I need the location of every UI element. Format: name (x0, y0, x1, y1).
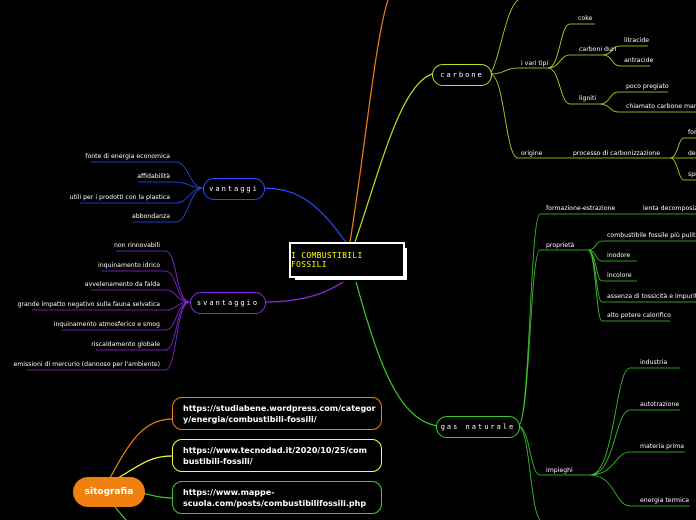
svantaggio-item[interactable]: emissioni di mercurio (dannoso per l'amb… (13, 361, 160, 368)
carbone-antracide[interactable]: antracide (624, 57, 654, 64)
central-title: I COMBUSTIBILI FOSSILI (291, 251, 363, 269)
carbone-tipi[interactable]: i vari tipi (521, 60, 549, 67)
svantaggio-item[interactable]: grande impatto negativo sulla fauna selv… (17, 301, 160, 308)
sitografia-link-line: scuola.com/posts/combustibilifossili.php (183, 499, 367, 508)
carbone-duri[interactable]: carboni duri (579, 46, 617, 53)
gas-impieghi-item[interactable]: autotrazione (640, 401, 680, 408)
carbone-processo[interactable]: processo di carbonizzazione (573, 150, 661, 157)
vantaggi-item[interactable]: abbondanza (131, 213, 170, 220)
gas-impieghi-item[interactable]: materia prima (640, 443, 685, 450)
gas-proprieta-item[interactable]: incolore (607, 272, 632, 279)
svantaggio-item[interactable]: riscaldamento globale (91, 341, 160, 348)
svantaggio-item[interactable]: avvelenamento da falda (84, 281, 160, 288)
sitografia-link[interactable]: https://www.tecnodad.it/2020/10/25/com b… (172, 439, 382, 472)
carbone-label: carbone (440, 71, 484, 79)
sitografia-link-line: y/energia/combustibili-fossili/ (183, 415, 317, 424)
carbone-origine[interactable]: origine (521, 150, 543, 157)
vantaggi-node[interactable]: vantaggi (203, 178, 265, 200)
gas-impieghi-item[interactable]: industria (640, 359, 668, 366)
gas-lenta[interactable]: lenta decomposizi (643, 205, 696, 212)
gas-proprieta-item[interactable]: inodore (607, 252, 631, 259)
carbone-litracide[interactable]: litracide (624, 37, 650, 44)
gas-naturale-label: gas naturale (440, 423, 516, 431)
vantaggi-item[interactable]: affidabilità (137, 173, 170, 180)
svantaggio-item[interactable]: inquinamento atmosferico e smog (53, 321, 160, 328)
svantaggio-item[interactable]: non rinnovabili (113, 242, 160, 249)
gas-proprieta-item[interactable]: combustibile fossile più pulito (607, 232, 696, 239)
carbone-poco-pregiato[interactable]: poco pregiato (626, 83, 669, 90)
sitografia-link[interactable]: https://www.mappe- scuola.com/posts/comb… (172, 481, 382, 514)
svantaggio-label: svantaggio (196, 299, 260, 307)
svantaggio-node[interactable]: svantaggio (190, 292, 266, 314)
vantaggi-item[interactable]: utili per i prodotti con la plastica (69, 194, 170, 201)
carbone-node[interactable]: carbone (432, 64, 492, 86)
gas-formazione[interactable]: formazione-estrazione (546, 205, 616, 212)
carbone-processo-sub[interactable]: de (688, 150, 696, 157)
carbone-chiamato[interactable]: chiamato carbone marro (626, 103, 696, 110)
sitografia-link-line: https://www.mappe- (183, 488, 275, 497)
carbone-ligniti[interactable]: ligniti (579, 95, 597, 102)
vantaggi-item[interactable]: fonte di energia economica (85, 153, 170, 160)
carbone-coke[interactable]: coke (578, 15, 593, 22)
sitografia-link-line: https://studiabene.wordpress.com/categor (183, 404, 376, 413)
sitografia-label: sitografia (84, 487, 134, 497)
svantaggio-item[interactable]: inquinamento idrico (98, 262, 160, 269)
sitografia-link-line: bustibili-fossili/ (183, 457, 253, 466)
sitografia-link[interactable]: https://studiabene.wordpress.com/categor… (172, 397, 382, 430)
carbone-processo-sub[interactable]: for (688, 129, 696, 136)
gas-proprieta-item[interactable]: alto potere calorifico (607, 312, 671, 319)
sitografia-link-line: https://www.tecnodad.it/2020/10/25/com (183, 446, 368, 455)
gas-proprieta-item[interactable]: assenza di tossicità e impurità (607, 293, 696, 300)
central-topic[interactable]: I COMBUSTIBILI FOSSILI (289, 242, 409, 282)
carbone-processo-sub[interactable]: spr (688, 171, 696, 178)
gas-proprieta[interactable]: proprietà (546, 242, 575, 249)
sitografia-node[interactable]: sitografia (73, 477, 145, 507)
vantaggi-label: vantaggi (209, 185, 259, 193)
gas-impieghi-item[interactable]: energia termica (640, 497, 689, 504)
gas-impieghi[interactable]: impieghi (546, 467, 573, 474)
gas-naturale-node[interactable]: gas naturale (436, 416, 520, 438)
